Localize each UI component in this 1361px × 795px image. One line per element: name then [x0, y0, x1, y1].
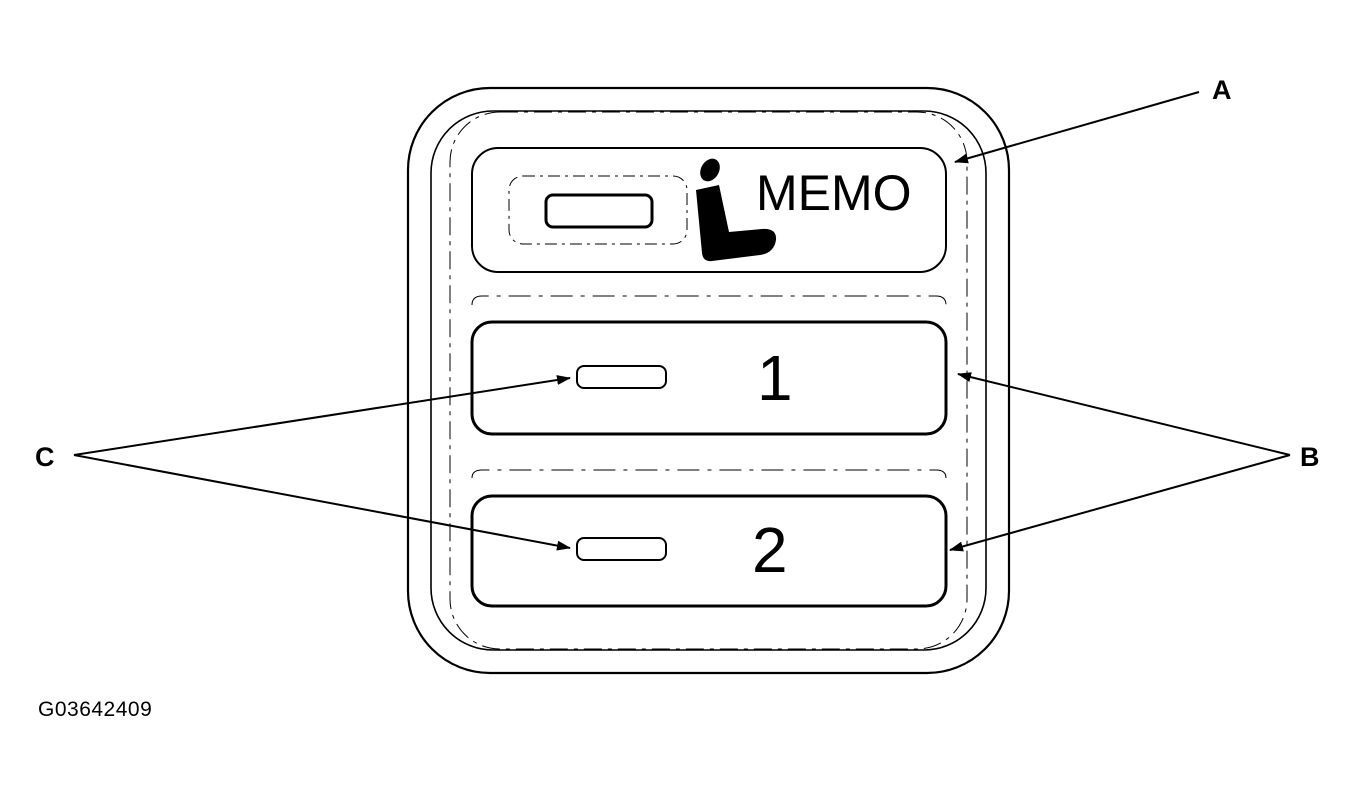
preset-2-button[interactable]: 2 — [470, 494, 948, 608]
callout-c-label: C — [35, 442, 55, 472]
callout-c: C — [35, 375, 571, 551]
figure-id: G03642409 — [38, 698, 153, 721]
preset-2-label: 2 — [752, 514, 788, 586]
preset-2-indicator-light — [576, 537, 667, 561]
memo-button-label: MEMO — [756, 165, 912, 221]
callout-b-label: B — [1300, 442, 1320, 472]
seat-icon — [696, 158, 777, 262]
callout-a: A — [954, 75, 1232, 164]
callout-a-label: A — [1212, 75, 1232, 105]
memo-button[interactable]: MEMO — [471, 147, 947, 273]
memo-indicator-recess — [508, 175, 688, 245]
preset-1-indicator-light — [576, 365, 667, 389]
preset-1-label: 1 — [757, 342, 793, 414]
preset-1-button[interactable]: 1 — [470, 320, 948, 436]
callout-b: B — [949, 372, 1320, 552]
memo-indicator-light — [544, 193, 654, 229]
